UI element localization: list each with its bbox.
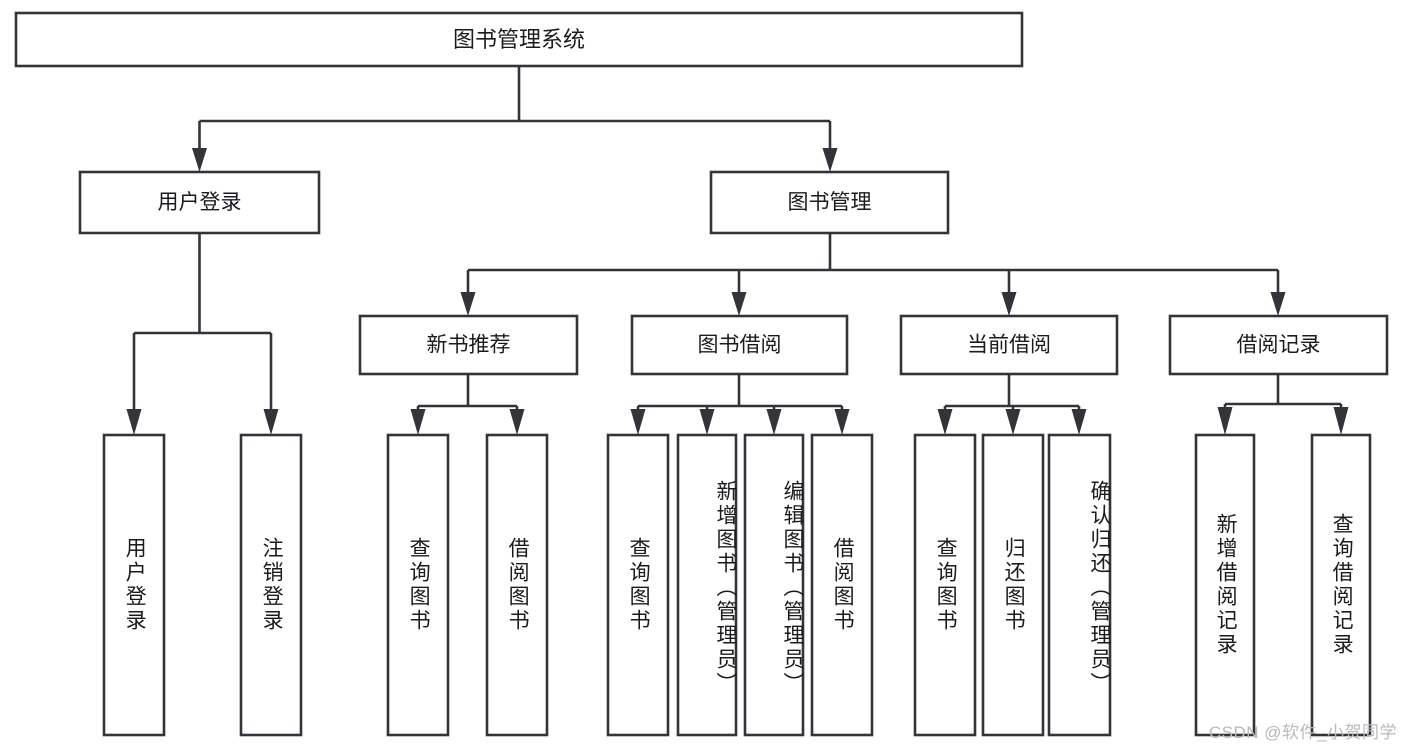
node-book-borrow[interactable]: 图书借阅 (630, 314, 849, 376)
arrow-head-leaf-query-book-2 (630, 409, 646, 435)
node-book-manage-box[interactable] (709, 170, 950, 235)
node-borrow-record-label: 借阅记录 (1237, 334, 1321, 357)
arrow-head-leaf-user-login (126, 409, 142, 435)
arrow-head-leaf-query-book-1 (410, 409, 426, 435)
arrow-head-leaf-borrow-book-2 (834, 409, 850, 435)
arrow-head-book-borrow (731, 292, 747, 316)
arrow-head-leaf-edit-book (766, 409, 782, 435)
node-book-borrow-label: 图书借阅 (698, 334, 782, 357)
node-new-book-rec[interactable]: 新书推荐 (358, 314, 579, 376)
arrow-head-leaf-add-book (699, 409, 715, 435)
node-borrow-record-box[interactable] (1168, 314, 1389, 376)
leaf-boxes-group (102, 433, 1372, 737)
node-user-login-box[interactable] (78, 170, 321, 235)
node-leaf-borrow-book-1-box[interactable] (485, 433, 549, 737)
arrow-head-user-login (192, 148, 207, 172)
connectors-group (126, 66, 1349, 435)
node-leaf-borrow-book-2-box[interactable] (810, 433, 874, 737)
node-leaf-logout-box[interactable] (239, 433, 303, 737)
arrow-head-leaf-confirm-return (1071, 409, 1087, 435)
node-borrow-record[interactable]: 借阅记录 (1168, 314, 1389, 376)
arrow-head-leaf-add-record (1217, 407, 1233, 435)
node-leaf-return-book-box[interactable] (981, 433, 1045, 737)
node-leaf-user-login-box[interactable] (102, 433, 166, 737)
csdn-watermark: CSDN @软件_小贺同学 (1208, 723, 1397, 742)
node-leaf-query-record-box[interactable] (1310, 433, 1372, 737)
node-leaf-add-record-box[interactable] (1194, 433, 1256, 737)
node-root[interactable]: 图书管理系统 (14, 11, 1024, 68)
node-book-manage-label: 图书管理 (788, 191, 872, 214)
arrow-head-current-borrow (1001, 292, 1017, 316)
node-current-borrow[interactable]: 当前借阅 (899, 314, 1119, 376)
node-new-book-rec-box[interactable] (358, 314, 579, 376)
arrow-head-book-manage (822, 148, 838, 172)
node-user-login-label: 用户登录 (158, 191, 242, 214)
node-current-borrow-label: 当前借阅 (967, 334, 1051, 357)
node-leaf-query-book-3-box[interactable] (913, 433, 977, 737)
arrow-head-borrow-record (1270, 292, 1286, 316)
node-root-label: 图书管理系统 (453, 27, 585, 52)
node-current-borrow-box[interactable] (899, 314, 1119, 376)
arrow-head-leaf-return-book (1005, 409, 1021, 435)
node-new-book-rec-label: 新书推荐 (427, 334, 511, 357)
arrow-head-leaf-borrow-book-1 (509, 409, 525, 435)
arrow-head-new-book-rec (460, 292, 476, 316)
node-leaf-query-book-2-box[interactable] (606, 433, 670, 737)
node-book-borrow-box[interactable] (630, 314, 849, 376)
arrow-head-leaf-logout (263, 409, 279, 435)
node-leaf-add-book-box[interactable] (676, 433, 738, 737)
arrow-head-leaf-query-book-3 (937, 409, 953, 435)
arrow-head-leaf-query-record (1333, 407, 1349, 435)
node-leaf-confirm-return-box[interactable] (1047, 433, 1112, 737)
node-book-manage[interactable]: 图书管理 (709, 170, 950, 235)
node-leaf-edit-book-box[interactable] (743, 433, 805, 737)
node-user-login[interactable]: 用户登录 (78, 170, 321, 235)
node-leaf-query-book-1-box[interactable] (386, 433, 450, 737)
node-root-box[interactable] (14, 11, 1024, 68)
